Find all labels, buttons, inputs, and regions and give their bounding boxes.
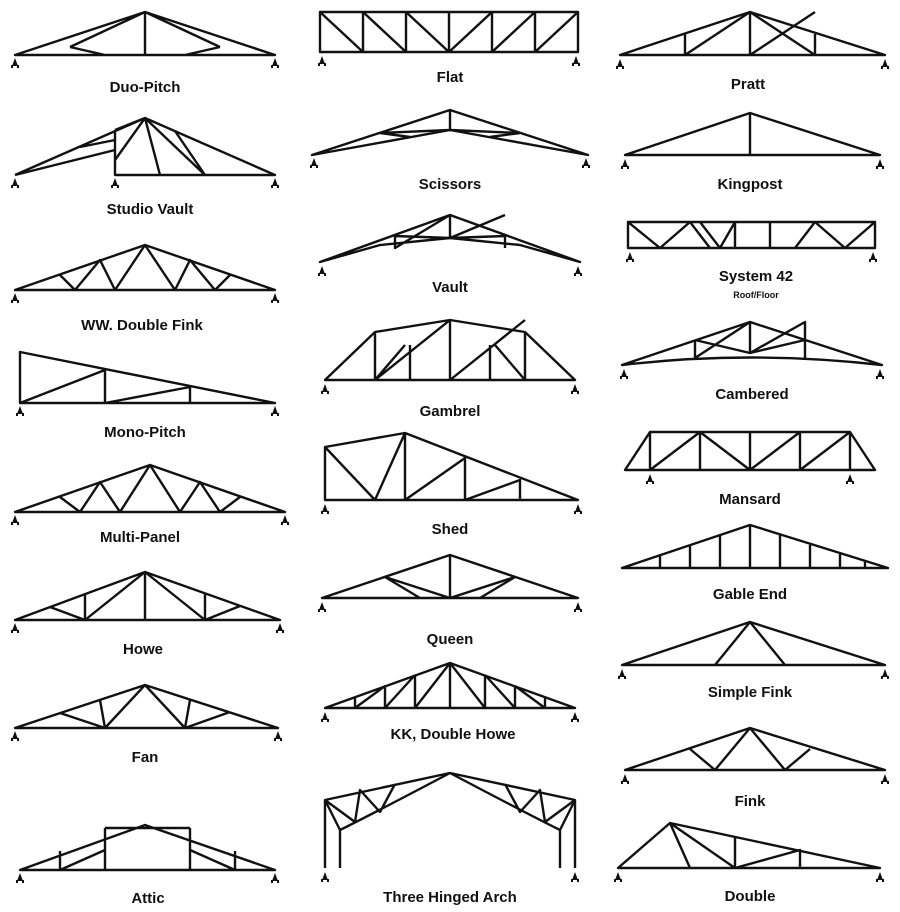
truss-scissors: Scissors (310, 108, 590, 193)
truss-duo-pitch: Duo-Pitch (11, 10, 279, 96)
truss-queen: Queen (318, 553, 582, 648)
truss-pratt: Pratt (616, 10, 889, 93)
label-pratt: Pratt (731, 76, 765, 93)
truss-ww-double-fink: WW. Double Fink (11, 243, 279, 334)
label-system-42-sub: Roof/Floor (733, 290, 779, 300)
label-fan: Fan (132, 749, 159, 766)
label-fink: Fink (735, 793, 766, 810)
label-queen: Queen (427, 631, 474, 648)
label-simple-fink: Simple Fink (708, 684, 793, 701)
label-studio-vault: Studio Vault (107, 201, 194, 218)
truss-fink: Fink (621, 726, 889, 810)
truss-cambered: Cambered (620, 320, 884, 403)
label-howe: Howe (123, 641, 163, 658)
label-gable-end: Gable End (713, 586, 787, 603)
label-double: Double (725, 888, 776, 905)
label-mansard: Mansard (719, 491, 781, 508)
label-vault: Vault (432, 279, 468, 296)
truss-gambrel: Gambrel (321, 318, 579, 420)
label-flat: Flat (437, 69, 464, 86)
label-cambered: Cambered (715, 386, 788, 403)
label-ww-double-fink: WW. Double Fink (81, 317, 203, 334)
label-mono-pitch: Mono-Pitch (104, 424, 186, 441)
truss-multi-panel: Multi-Panel (11, 463, 289, 546)
truss-vault: Vault (318, 213, 582, 296)
truss-fan: Fan (11, 683, 282, 766)
truss-attic: Attic (16, 823, 279, 907)
label-kingpost: Kingpost (718, 176, 783, 193)
label-duo-pitch: Duo-Pitch (110, 79, 181, 96)
truss-mansard: Mansard (623, 430, 877, 508)
label-gambrel: Gambrel (420, 403, 481, 420)
truss-mono-pitch: Mono-Pitch (16, 350, 279, 441)
truss-double: Double (614, 821, 884, 905)
truss-gable-end: Gable End (620, 523, 890, 603)
truss-simple-fink: Simple Fink (618, 620, 889, 701)
label-three-hinged-arch: Three Hinged Arch (383, 889, 517, 906)
truss-kingpost: Kingpost (621, 111, 884, 193)
label-kk-double-howe: KK, Double Howe (390, 726, 515, 743)
label-scissors: Scissors (419, 176, 482, 193)
label-shed: Shed (432, 521, 469, 538)
truss-three-hinged-arch: Three Hinged Arch (321, 771, 579, 906)
label-multi-panel: Multi-Panel (100, 529, 180, 546)
truss-studio-vault: Studio Vault (11, 116, 279, 218)
label-attic: Attic (131, 890, 164, 907)
truss-howe: Howe (11, 570, 284, 658)
truss-flat: Flat (318, 10, 580, 86)
label-system-42: System 42 (719, 268, 793, 285)
truss-shed: Shed (321, 431, 582, 538)
truss-system-42: System 42 Roof/Floor (626, 220, 877, 300)
truss-kk-double-howe: KK, Double Howe (321, 661, 579, 743)
